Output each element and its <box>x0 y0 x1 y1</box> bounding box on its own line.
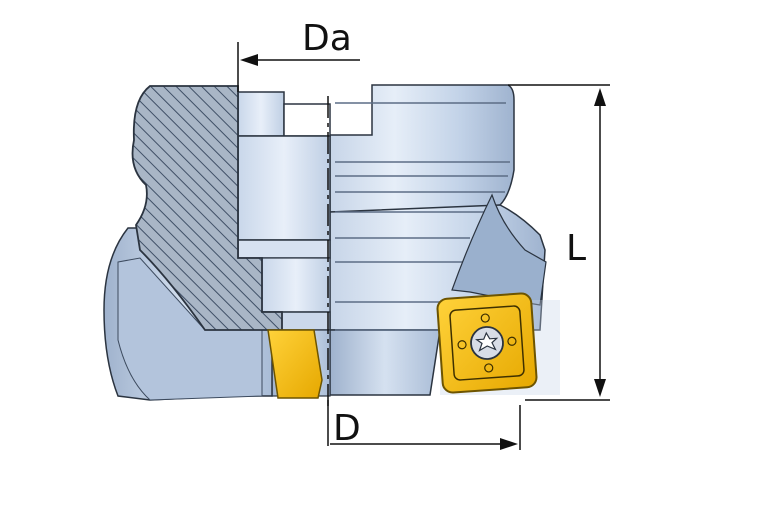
da-label: Da <box>302 18 352 59</box>
cutter-lower-body <box>329 329 441 396</box>
square-insert-icon <box>267 329 323 399</box>
section-view <box>103 85 283 401</box>
dimension-d: D <box>327 400 521 450</box>
torx-socket <box>474 331 499 352</box>
insert-left <box>267 329 323 399</box>
hatched-section <box>131 85 283 331</box>
insert-corner-mark <box>507 336 517 346</box>
l-arrow-down-icon <box>594 379 606 397</box>
da-arrow-icon <box>240 54 258 66</box>
bore-upper <box>237 135 331 241</box>
keyway-slot <box>283 103 331 137</box>
bore-lower <box>261 257 331 313</box>
dimension-da: Da <box>237 18 360 92</box>
bore-step <box>237 239 331 259</box>
insert-right <box>436 292 538 394</box>
d-arrow-icon <box>500 438 518 450</box>
l-arrow-up-icon <box>594 88 606 106</box>
cutter-upper-body <box>329 84 515 213</box>
d-label: D <box>333 408 361 449</box>
dimension-l: L <box>508 84 610 401</box>
l-label: L <box>566 228 586 269</box>
insert-corner-mark <box>484 363 494 373</box>
insert-corner-mark <box>480 313 490 323</box>
insert-corner-mark <box>457 340 467 350</box>
bore-top <box>237 91 285 137</box>
body-grooves <box>335 102 510 331</box>
insert-inner-face <box>449 305 525 381</box>
